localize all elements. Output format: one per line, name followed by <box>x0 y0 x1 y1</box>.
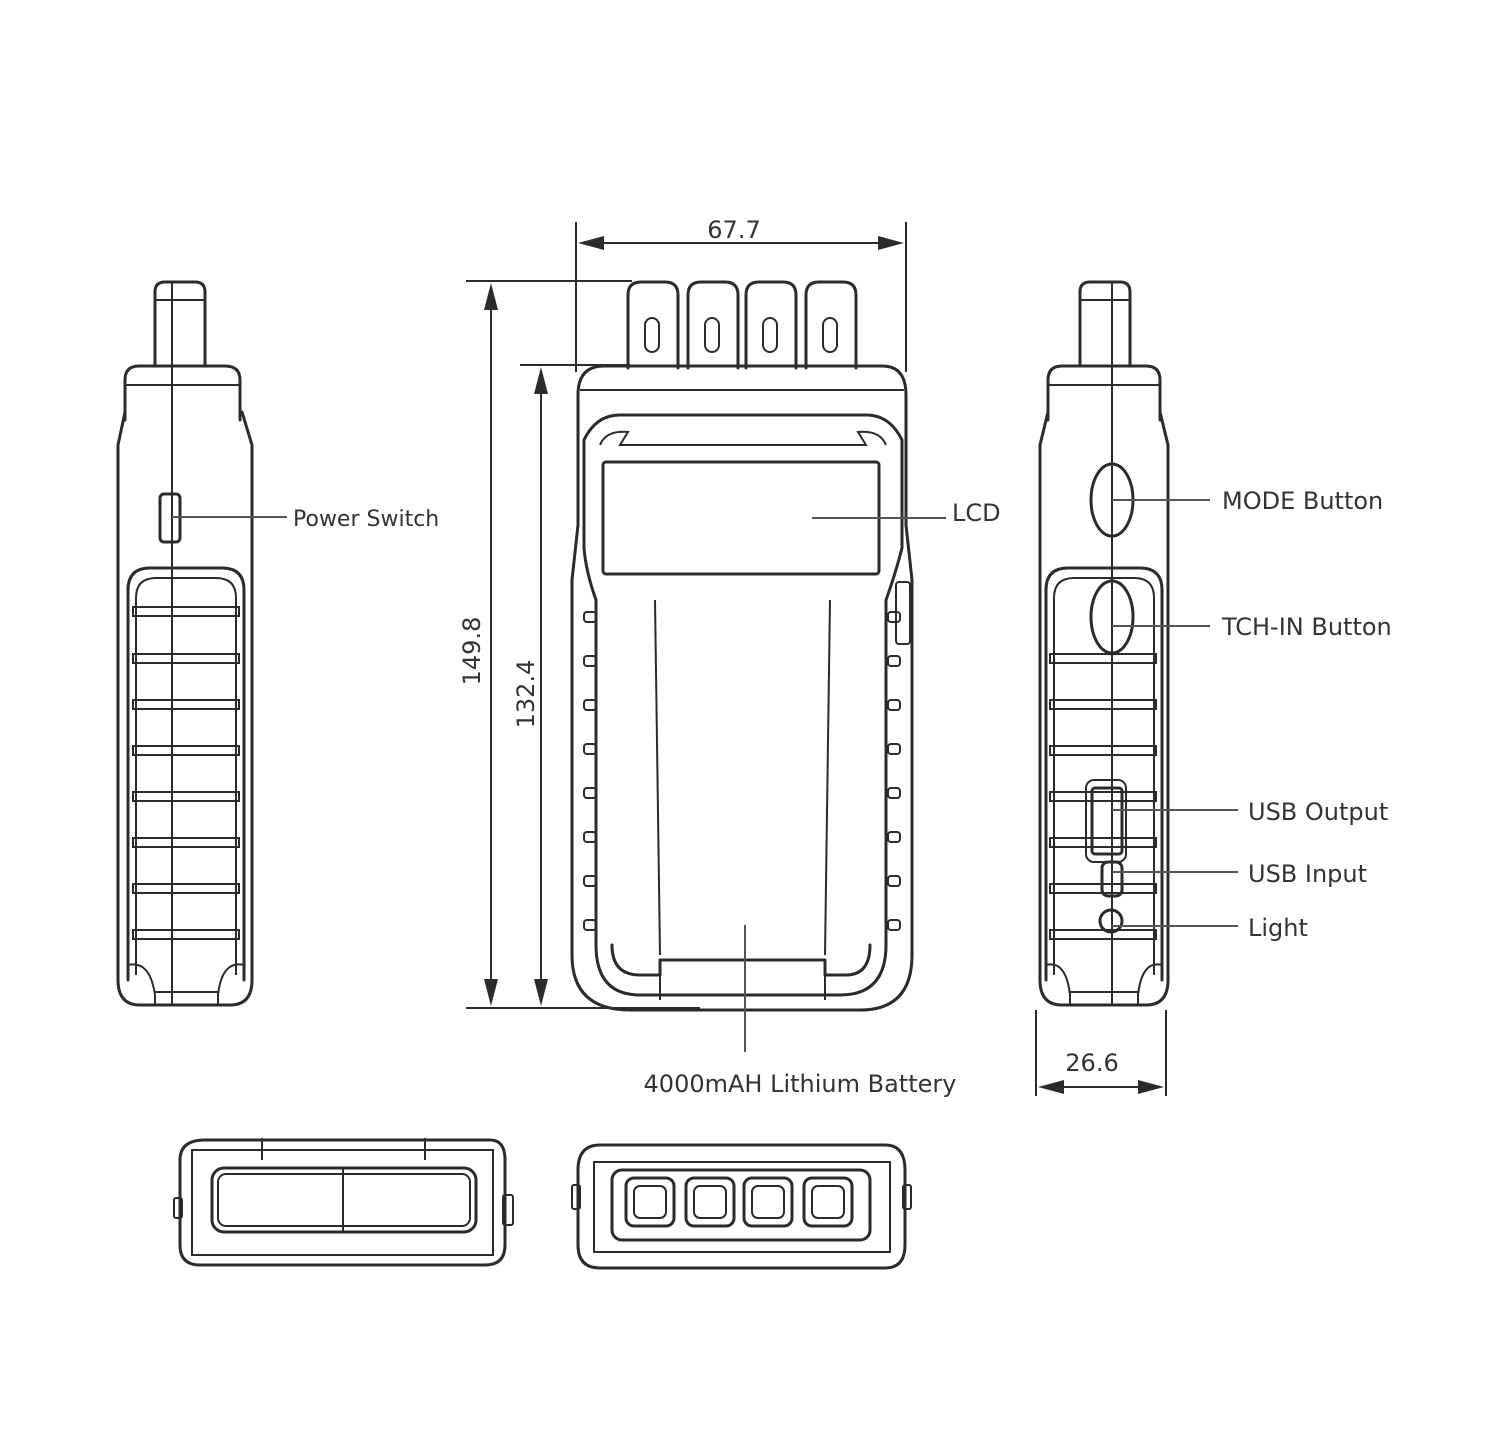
left-side-view <box>116 280 287 1007</box>
right-grip-ribs <box>1049 653 1157 940</box>
dimension-depth <box>1035 1010 1167 1096</box>
usb-output-icon <box>1090 786 1124 856</box>
right-grip-inner <box>1053 577 1155 975</box>
front-case-outline <box>570 364 914 1012</box>
tch-in-button-label: TCH-IN Button <box>1221 613 1392 641</box>
front-side-nubs-left <box>583 611 597 931</box>
top-view-ports <box>624 1176 854 1228</box>
top-view-side-nub-right <box>902 1184 912 1210</box>
battery-label: 4000mAH Lithium Battery <box>644 1070 957 1098</box>
depth-dimension-text: 26.6 <box>1065 1049 1118 1077</box>
usb-input-icon <box>1100 860 1124 898</box>
bottom-view-outline <box>178 1138 507 1267</box>
front-face-top-ridge <box>599 430 887 446</box>
width-dimension-text: 67.7 <box>707 216 760 244</box>
right-grip <box>1044 566 1164 982</box>
left-connector-outline <box>153 280 207 367</box>
top-port-1 <box>624 1176 676 1228</box>
mode-button-label: MODE Button <box>1222 487 1383 515</box>
total-height-dimension-text: 149.8 <box>458 617 486 686</box>
bottom-view-inner <box>191 1149 494 1256</box>
battery-panel-left <box>654 599 661 956</box>
bottom-view-side-nub <box>502 1194 514 1226</box>
usb-input-label: USB Input <box>1248 860 1367 888</box>
right-body-outline <box>1038 410 1170 1007</box>
right-connector-outline <box>1078 280 1132 367</box>
battery-panel-bottom <box>610 943 872 977</box>
bottom-view <box>173 1138 514 1267</box>
body-height-dimension-text: 132.4 <box>512 660 540 729</box>
left-foot-left <box>127 963 156 1005</box>
bottom-view-side-nub-left <box>173 1197 183 1219</box>
dimension-width <box>575 222 907 372</box>
front-face-outline <box>582 413 904 997</box>
top-port-4 <box>802 1176 854 1228</box>
left-grip-inner <box>135 577 237 975</box>
battery-panel-right <box>824 599 831 956</box>
right-side-view <box>1035 280 1238 1096</box>
power-switch-label: Power Switch <box>293 507 439 532</box>
top-view <box>571 1143 912 1270</box>
left-foot-right <box>217 963 245 1005</box>
usb-output-label: USB Output <box>1248 798 1388 826</box>
dimension-body-height <box>520 364 630 1006</box>
front-side-nubs-right <box>887 611 901 931</box>
right-foot-right <box>1137 963 1163 1005</box>
lcd-label: LCD <box>952 499 1001 527</box>
front-connector-3 <box>744 280 798 370</box>
front-connector-2 <box>686 280 740 370</box>
left-grip <box>126 566 246 982</box>
top-port-3 <box>742 1176 794 1228</box>
dimension-total-height <box>466 280 700 1009</box>
left-shoulder <box>123 364 242 422</box>
right-foot-left <box>1045 963 1071 1005</box>
top-view-side-nub-left <box>571 1184 581 1210</box>
top-view-inner <box>593 1161 891 1253</box>
front-side-button-bump <box>895 581 911 645</box>
front-connectors <box>626 280 858 370</box>
top-view-outline <box>576 1143 907 1270</box>
left-grip-ribs <box>132 606 240 940</box>
light-icon <box>1098 908 1124 934</box>
front-view <box>466 222 946 1052</box>
front-connector-4 <box>804 280 858 370</box>
tch-in-button-icon <box>1089 579 1135 655</box>
top-view-port-frame <box>610 1168 872 1242</box>
light-label: Light <box>1248 914 1308 942</box>
right-shoulder <box>1046 364 1162 422</box>
front-connector-1 <box>626 280 680 370</box>
left-body-outline <box>116 410 254 1007</box>
top-port-2 <box>684 1176 736 1228</box>
